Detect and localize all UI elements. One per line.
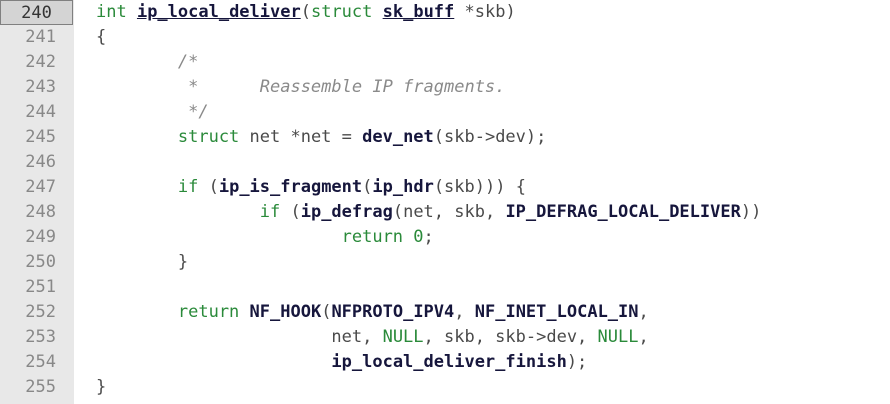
code-text: return 0; [96, 225, 434, 250]
code-token: if [96, 202, 291, 222]
code-token: )) [740, 202, 762, 222]
code-token: if [96, 177, 209, 197]
code-token: ; [423, 227, 434, 247]
code-token: struct [310, 2, 383, 22]
code-text: { [96, 25, 106, 50]
line-number-gutter [0, 0, 74, 404]
code-token: */ [96, 102, 209, 122]
code-line: 248 if (ip_defrag(net, skb, IP_DEFRAG_LO… [0, 200, 890, 225]
code-token: , [454, 302, 475, 322]
code-token[interactable]: dev_net [362, 127, 434, 147]
line-number[interactable]: 252 [25, 302, 56, 322]
code-token: net, [96, 327, 383, 347]
line-number[interactable]: 253 [25, 327, 56, 347]
code-token: , skb, skb->dev, [423, 327, 598, 347]
code-line: 241 { [0, 25, 890, 50]
code-text: } [96, 250, 188, 275]
code-token: , [638, 302, 649, 322]
line-number[interactable]: 249 [25, 227, 56, 247]
line-number[interactable]: 242 [25, 52, 56, 72]
line-number[interactable]: 243 [25, 77, 56, 97]
code-token[interactable]: NF_INET_LOCAL_IN [474, 302, 639, 322]
code-line: 250 } [0, 250, 890, 275]
code-line: 243 * Reassemble IP fragments. [0, 75, 890, 100]
code-token[interactable]: ip_is_fragment [218, 177, 363, 197]
code-text: ip_local_deliver_finish); [96, 350, 587, 375]
line-number[interactable]: 244 [25, 102, 56, 122]
code-token: ( [362, 177, 373, 197]
code-token [96, 352, 331, 372]
code-token: * Reassemble IP fragments. [96, 77, 506, 97]
line-number[interactable]: 251 [25, 277, 56, 297]
code-line: 249 return 0; [0, 225, 890, 250]
code-token[interactable]: IP_DEFRAG_LOCAL_DELIVER [505, 202, 741, 222]
code-token: { [96, 27, 107, 47]
code-token: NULL [597, 327, 639, 347]
code-text: */ [96, 100, 209, 125]
code-line: 245 struct net *net = dev_net(skb->dev); [0, 125, 890, 150]
code-line: 244 */ [0, 100, 890, 125]
code-token: return [96, 227, 414, 247]
code-text: return NF_HOOK(NFPROTO_IPV4, NF_INET_LOC… [96, 300, 649, 325]
code-token: int [96, 2, 137, 22]
code-token: ); [566, 352, 588, 372]
line-number[interactable]: 254 [25, 352, 56, 372]
code-token: (net, skb, [392, 202, 506, 222]
line-number[interactable]: 255 [25, 377, 56, 397]
code-line: 246 [0, 150, 890, 175]
code-token: net *net = [249, 127, 363, 147]
code-text: int ip_local_deliver(struct sk_buff *skb… [96, 0, 516, 25]
line-number[interactable]: 245 [25, 127, 56, 147]
code-token: ( [300, 2, 311, 22]
code-text: if (ip_defrag(net, skb, IP_DEFRAG_LOCAL_… [96, 200, 762, 225]
code-text: net, NULL, skb, skb->dev, NULL, [96, 325, 649, 350]
code-token[interactable]: ip_local_deliver [136, 2, 301, 22]
code-line: 247 if (ip_is_fragment(ip_hdr(skb))) { [0, 175, 890, 200]
code-text: /* [96, 50, 198, 75]
code-token: ( [321, 302, 332, 322]
code-token[interactable]: NFPROTO_IPV4 [331, 302, 455, 322]
code-token: *skb) [454, 2, 516, 22]
code-token: struct [96, 127, 250, 147]
code-token: (skb))) { [433, 177, 526, 197]
code-token: (skb->dev); [433, 127, 547, 147]
code-text: * Reassemble IP fragments. [96, 75, 505, 100]
code-text: if (ip_is_fragment(ip_hdr(skb))) { [96, 175, 526, 200]
code-token: NULL [382, 327, 424, 347]
code-line: 253 net, NULL, skb, skb->dev, NULL, [0, 325, 890, 350]
code-token[interactable]: ip_defrag [300, 202, 393, 222]
code-line: 252 return NF_HOOK(NFPROTO_IPV4, NF_INET… [0, 300, 890, 325]
code-token[interactable]: sk_buff [382, 2, 455, 22]
code-token: } [96, 252, 189, 272]
code-line: 255} [0, 375, 890, 400]
code-token[interactable]: ip_local_deliver_finish [331, 352, 567, 372]
code-token: return [96, 302, 250, 322]
code-text: } [96, 375, 106, 400]
line-number[interactable]: 250 [25, 252, 56, 272]
code-token: ( [290, 202, 301, 222]
code-line: 242 /* [0, 50, 890, 75]
code-line: 254 ip_local_deliver_finish); [0, 350, 890, 375]
code-token: ( [208, 177, 219, 197]
line-number[interactable]: 246 [25, 152, 56, 172]
code-token: , [638, 327, 649, 347]
code-token: } [96, 377, 107, 397]
code-line: 251 [0, 275, 890, 300]
line-number[interactable]: 247 [25, 177, 56, 197]
line-number[interactable]: 248 [25, 202, 56, 222]
current-line-number[interactable]: 240 [0, 0, 73, 25]
line-number[interactable]: 241 [25, 27, 56, 47]
code-token: 0 [413, 227, 424, 247]
code-line: 240 int ip_local_deliver(struct sk_buff *… [0, 0, 890, 25]
code-token[interactable]: ip_hdr [372, 177, 434, 197]
code-token: /* [96, 52, 199, 72]
code-token[interactable]: NF_HOOK [249, 302, 322, 322]
code-text: struct net *net = dev_net(skb->dev); [96, 125, 547, 150]
